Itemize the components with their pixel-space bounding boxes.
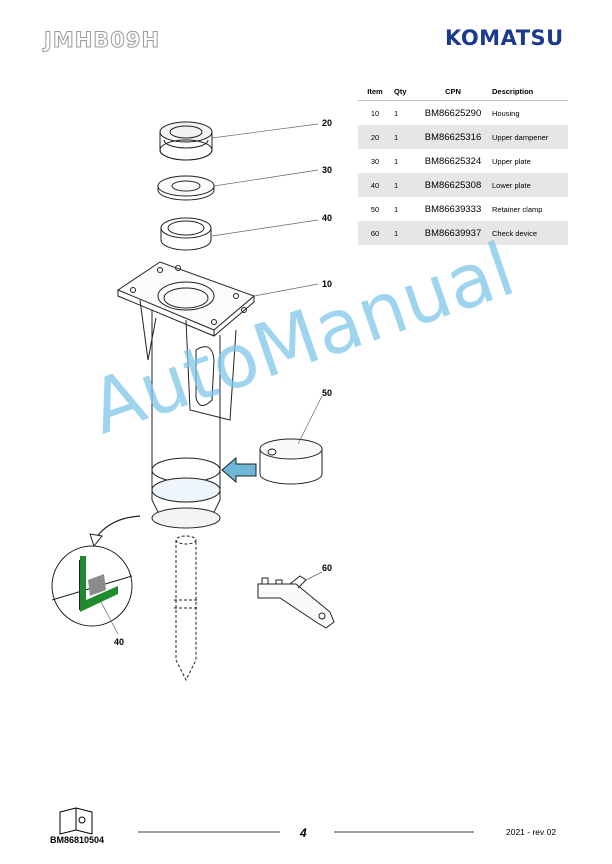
- table-row: 20 1 BM86625316 Upper dampener: [358, 125, 568, 149]
- callout-40: 40: [322, 213, 333, 223]
- cell-qty: 1: [392, 173, 416, 197]
- cell-item: 40: [358, 173, 392, 197]
- table-header-row: Item Qty CPN Description: [358, 82, 568, 101]
- callout-40-detail: 40: [114, 637, 125, 647]
- cell-cpn: BM86625324: [424, 155, 482, 167]
- cell-cpn: BM86625308: [416, 173, 490, 197]
- tool-outline: [174, 535, 198, 682]
- cell-description: Lower plate: [490, 173, 568, 197]
- leader-lines: [99, 123, 323, 635]
- cell-cpn: BM86625290: [424, 107, 482, 119]
- manual-book-icon: [59, 807, 93, 835]
- header-description: Description: [490, 82, 568, 101]
- cell-qty: 1: [394, 204, 399, 214]
- check-device-drawing: [257, 575, 335, 629]
- cell-description: Housing: [492, 108, 520, 118]
- lower-plate-drawing: [160, 217, 212, 251]
- table-row: 50 1 BM86639333 Retainer clamp: [358, 197, 568, 221]
- callout-20: 20: [322, 118, 333, 128]
- table-row: 30 1 BM86625324 Upper plate: [358, 149, 568, 173]
- cell-qty: 1: [394, 156, 399, 166]
- cell-cpn: BM86639937: [416, 221, 490, 245]
- header-cpn: CPN: [416, 82, 490, 101]
- insert-arrow-icon: [221, 456, 257, 484]
- curved-arrow-head: [89, 533, 103, 548]
- callout-50: 50: [322, 388, 333, 398]
- cell-description: Retainer clamp: [492, 204, 543, 214]
- detail-seal-highlight: [80, 556, 118, 612]
- brand-logo: KOMATSU: [445, 26, 564, 50]
- cell-item: 10: [370, 108, 380, 118]
- table-row: 60 1 BM86639937 Check device: [358, 221, 568, 245]
- retainer-clamp-drawing: [259, 438, 323, 485]
- curved-arrow-icon: [95, 515, 141, 539]
- document-number: BM86810504: [50, 835, 105, 845]
- header-qty: Qty: [392, 82, 416, 101]
- page-number: 4: [300, 826, 307, 840]
- cell-item: 20: [358, 125, 392, 149]
- model-code: JMHB09H: [43, 28, 161, 53]
- cell-description: Upper dampener: [490, 125, 568, 149]
- cell-cpn: BM86625316: [416, 125, 490, 149]
- cell-item: 50: [370, 204, 380, 214]
- table-row: 40 1 BM86625308 Lower plate: [358, 173, 568, 197]
- header-item: Item: [358, 82, 392, 101]
- callout-60: 60: [322, 563, 333, 573]
- revision-label: 2021 - rev 02: [506, 827, 557, 837]
- upper-plate-drawing: [157, 175, 215, 201]
- detail-thread: [88, 574, 106, 596]
- upper-dampener-drawing: [159, 121, 213, 161]
- cell-cpn: BM86639333: [424, 203, 482, 215]
- cell-qty: 1: [392, 221, 416, 245]
- cell-qty: 1: [394, 108, 399, 118]
- table-row: 10 1 BM86625290 Housing: [358, 101, 568, 126]
- callout-10: 10: [322, 279, 333, 289]
- cell-qty: 1: [392, 125, 416, 149]
- cell-description: Check device: [490, 221, 568, 245]
- cell-description: Upper plate: [492, 156, 531, 166]
- cell-item: 30: [370, 156, 380, 166]
- parts-table: Item Qty CPN Description 10 1 BM86625290…: [358, 82, 568, 245]
- callout-30: 30: [322, 165, 333, 175]
- housing-drawing: [116, 261, 255, 529]
- cell-item: 60: [358, 221, 392, 245]
